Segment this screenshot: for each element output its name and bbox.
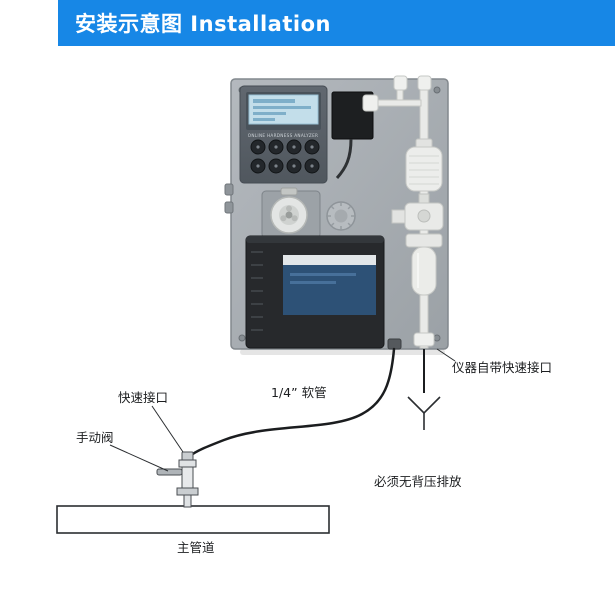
panel-screw [433, 334, 441, 342]
top-quick-fitting [417, 75, 432, 91]
page-title: 安装示意图 Installation [75, 12, 331, 36]
label-quick-connector: 快速接口 [118, 390, 168, 405]
pump-clamp [280, 187, 298, 196]
connector-nut [178, 459, 197, 468]
keypad-button-dot [292, 145, 296, 149]
leader-line-manual-valve [109, 444, 169, 472]
keypad-button-dot [274, 145, 278, 149]
reagent-cap [326, 201, 356, 231]
drain-funnel-symbol [407, 396, 441, 430]
label-drain-note: 必须无背压排放 [374, 474, 462, 489]
regulator-body [405, 146, 443, 192]
lcd-text-line [253, 106, 311, 109]
valve-flange [176, 487, 199, 496]
label-main-pipe: 主管道 [177, 540, 215, 555]
valve-knob [417, 209, 431, 223]
device-shadow [240, 349, 445, 355]
manual-valve-body [181, 466, 194, 489]
lcd-text-line [253, 99, 295, 103]
keypad-button-dot [292, 164, 296, 168]
plumbing-column [362, 75, 444, 350]
top-quick-fitting [393, 75, 408, 91]
sample-outlet-fitting [387, 338, 402, 350]
keypad [250, 139, 320, 174]
panel-screw [238, 334, 246, 342]
lower-tube [419, 294, 429, 336]
reagent-compartment [245, 235, 385, 349]
controller-unit: ONLINE HARDNESS ANALYZER [239, 85, 328, 184]
leader-line-instrument-connector [436, 348, 456, 362]
cap-ribs [327, 202, 355, 230]
tube-nut [362, 94, 379, 112]
pump-hub [285, 211, 293, 219]
pump-roller [280, 215, 287, 222]
keypad-button-dot [310, 164, 314, 168]
panel-screw [433, 86, 441, 94]
pressure-regulator [405, 138, 443, 192]
label-hose: 1/4” 软管 [271, 385, 327, 400]
compartment-lip [246, 236, 384, 243]
module-tube [335, 138, 353, 180]
side-fitting [224, 201, 234, 214]
cap-inner [334, 209, 348, 223]
bottom-quick-fitting [413, 332, 435, 347]
compartment-ribs [251, 251, 263, 331]
filter-bowl [411, 246, 437, 296]
bottle-label-top [283, 255, 376, 265]
filter-head [405, 233, 443, 248]
label-instrument-quick-connector: 仪器自带快速接口 [452, 360, 552, 375]
bottle-label-line [290, 281, 336, 284]
device-caption: ONLINE HARDNESS ANALYZER [248, 133, 319, 138]
pump-roller [286, 205, 292, 212]
sample-tube [188, 347, 396, 458]
regulator-ribs [409, 155, 439, 185]
valve-pipe-stem [183, 494, 192, 508]
valve-port [391, 209, 406, 224]
label-manual-valve: 手动阀 [76, 430, 114, 445]
analyzer-device: ONLINE HARDNESS ANALYZER [224, 75, 449, 355]
pipe-valve-assembly [156, 451, 199, 508]
horizontal-tube [376, 99, 422, 107]
sample-valve [391, 193, 444, 231]
keypad-button-dot [256, 164, 260, 168]
lcd-text-line [253, 112, 286, 115]
header-banner: 安装示意图 Installation [58, 0, 615, 46]
bottle-label-blue [283, 265, 376, 315]
keypad-button-dot [274, 164, 278, 168]
pump-roller [291, 215, 298, 222]
manual-valve-handle [156, 468, 183, 476]
bottle-label-line [290, 273, 356, 276]
lcd-text-line [253, 118, 275, 121]
keypad-button-dot [310, 145, 314, 149]
side-fitting [224, 183, 234, 196]
leader-line-quick-connector [151, 405, 184, 453]
peristaltic-pump [261, 187, 321, 239]
main-pipe [56, 505, 330, 534]
keypad-button-dot [256, 145, 260, 149]
